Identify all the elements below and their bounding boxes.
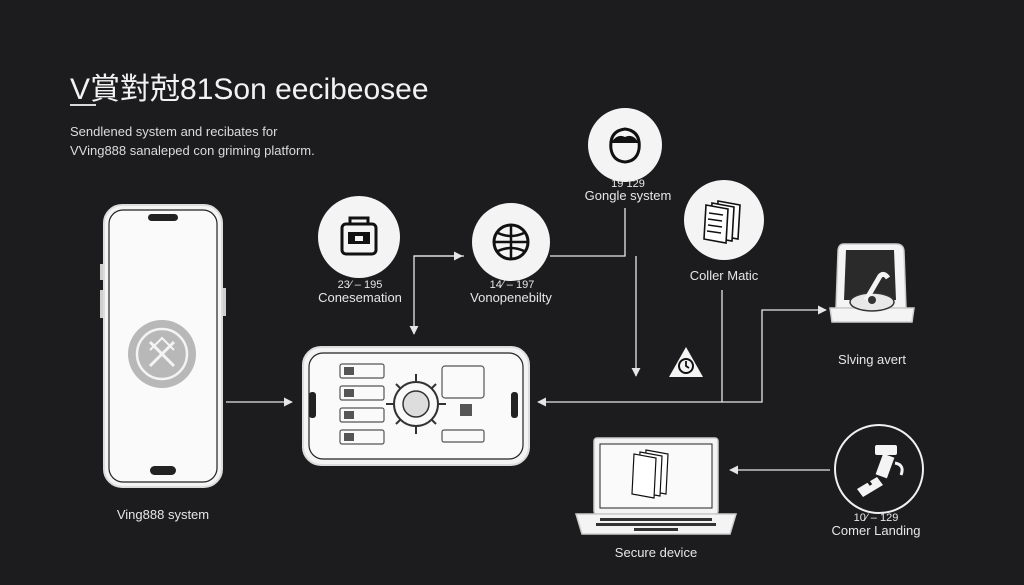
google-label: Gongle system <box>584 188 672 203</box>
robot-arm-icon <box>857 445 904 497</box>
line-google-to-vulnerability <box>550 208 626 257</box>
corner-label: Comer Landing <box>831 523 921 538</box>
vulnerability-numbers: 14⁄ – 197 <box>489 279 535 291</box>
vulnerability-node <box>472 203 550 281</box>
globe-icon <box>492 223 530 261</box>
user-face-icon <box>609 127 641 164</box>
corner-landing-node <box>834 424 924 514</box>
secure-label: Secure device <box>614 545 698 560</box>
arrow-to-slaving <box>722 305 827 403</box>
phone-device <box>100 204 226 488</box>
warning-triangle-icon <box>669 347 703 377</box>
subtitle-line-1: Sendlened system and recibates for <box>70 124 278 139</box>
corner-numbers: 10⁄ – 129 <box>853 512 899 524</box>
diagram-title: V賞對尅81Son eecibeosee <box>70 73 429 106</box>
slaving-label: Slving avert <box>838 352 906 367</box>
subtitle-line-2: VVing888 sanaleped con griming platform. <box>70 143 315 158</box>
google-system-node <box>588 108 662 182</box>
documents-icon <box>703 200 741 244</box>
google-numbers: 19 129 <box>611 178 645 190</box>
bag-icon <box>340 216 378 256</box>
console-device <box>302 346 530 466</box>
conservation-label: Conesemation <box>318 290 402 305</box>
coller-matic-node <box>684 180 764 260</box>
laptop-documents-icon <box>631 449 669 499</box>
phone-app-icon <box>128 320 196 388</box>
console-center-gear <box>386 374 446 434</box>
vulnerability-label: Vonopenebilty <box>470 290 552 305</box>
laptop-device <box>574 437 738 535</box>
diagram-subtitle: Sendlened system and recibates for VVing… <box>70 122 315 160</box>
hardware-device-icon <box>829 243 915 323</box>
phone-label: Ving888 system <box>116 507 210 522</box>
coller-label: Coller Matic <box>689 268 759 283</box>
conservation-numbers: 23⁄ – 195 <box>337 279 383 291</box>
title-underline <box>70 104 96 106</box>
conservation-node <box>318 196 400 278</box>
